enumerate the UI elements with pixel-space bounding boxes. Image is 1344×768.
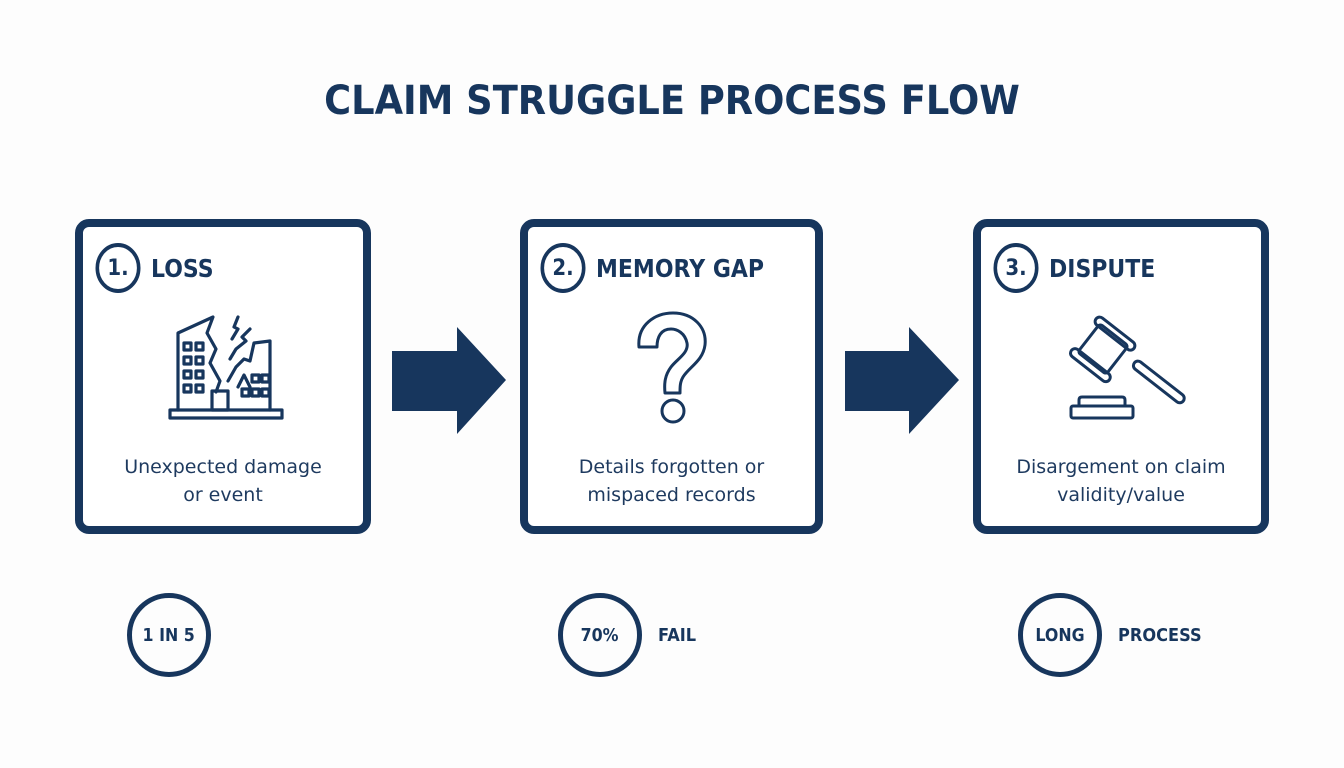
gavel-icon: [981, 307, 1261, 437]
step-description-line: or event: [183, 484, 263, 506]
step-title: MEMORY GAP: [596, 253, 765, 283]
step-description-line: mispaced records: [587, 484, 756, 506]
damaged-building-icon: [83, 307, 363, 437]
step-description-line: Details forgotten or: [578, 456, 765, 478]
step-number-badge: 1.: [95, 243, 141, 293]
stat-circle: 1 IN 5: [127, 593, 211, 677]
step-description-line: Unexpected damage: [124, 456, 322, 478]
step-box-dispute: 3. DISPUTE Disargement on claim validity…: [973, 219, 1269, 534]
step-description: Disargement on claim validity/value: [981, 453, 1261, 509]
step-box-loss: 1. LOSS Unexpected damage: [75, 219, 371, 534]
stat-circle-text: 1 IN 5: [142, 624, 196, 646]
right-arrow-icon: [845, 327, 959, 434]
stat-circle: LONG: [1018, 593, 1102, 677]
step-description-line: validity/value: [1057, 484, 1185, 506]
stat-seventy-percent-fail: 70% FAIL: [558, 593, 700, 677]
step-title: LOSS: [151, 253, 214, 283]
stat-circle-text: LONG: [1035, 624, 1085, 646]
diagram-title: CLAIM STRUGGLE PROCESS FLOW: [324, 78, 1020, 124]
stat-label: PROCESS: [1118, 624, 1202, 646]
step-header: 3. DISPUTE: [991, 243, 1170, 293]
stat-circle-text: 70%: [581, 624, 619, 646]
step-description: Unexpected damage or event: [83, 453, 363, 509]
stat-label: FAIL: [658, 624, 697, 646]
question-mark-icon: [528, 307, 815, 437]
step-description-line: Disargement on claim: [1016, 456, 1226, 478]
stat-one-in-five: 1 IN 5: [127, 593, 211, 677]
step-header: 1. LOSS: [93, 243, 222, 293]
step-description: Details forgotten or mispaced records: [528, 453, 815, 509]
stat-long-process: LONG PROCESS: [1018, 593, 1211, 677]
step-header: 2. MEMORY GAP: [538, 243, 787, 293]
right-arrow-icon: [392, 327, 506, 434]
step-box-memory-gap: 2. MEMORY GAP Details forgotten or mispa…: [520, 219, 823, 534]
stat-circle: 70%: [558, 593, 642, 677]
step-title: DISPUTE: [1049, 253, 1156, 283]
step-number-badge: 3.: [993, 243, 1039, 293]
step-number-badge: 2.: [540, 243, 586, 293]
